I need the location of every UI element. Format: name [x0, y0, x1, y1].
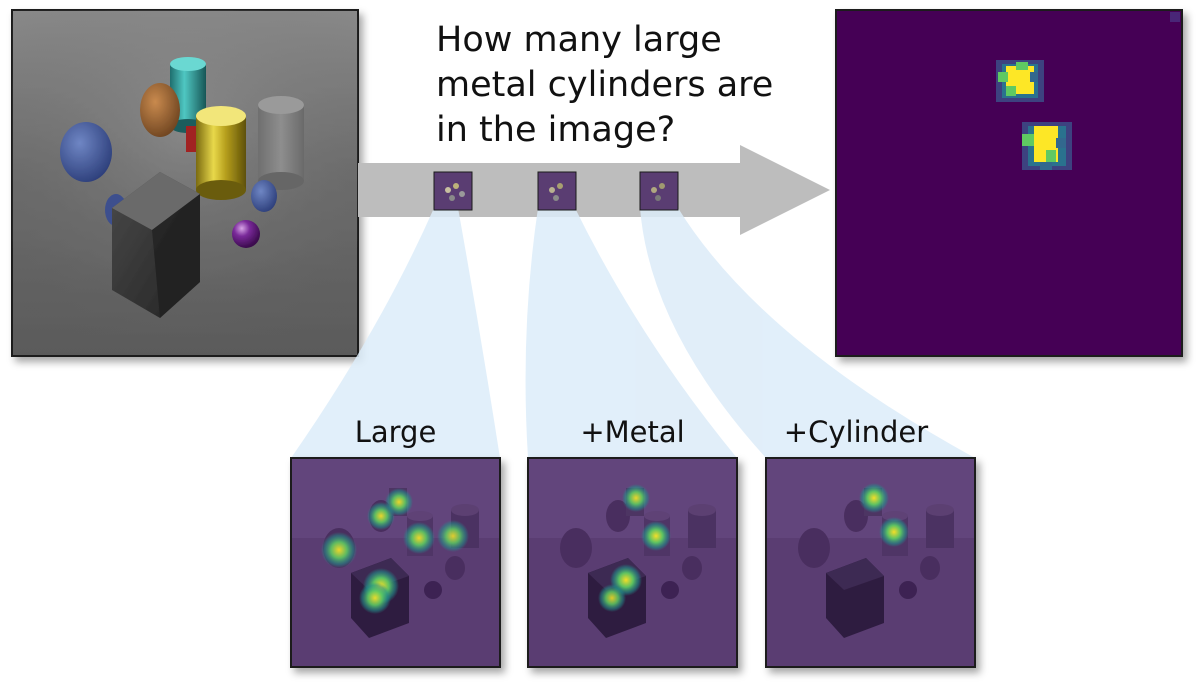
- funnel-metal: [525, 208, 737, 458]
- question-text: How many large metal cylinders are in th…: [436, 18, 826, 153]
- pipeline-arrow: [358, 145, 830, 235]
- purple-metal-sphere: [232, 220, 260, 248]
- stage-label-large: Large: [354, 415, 437, 449]
- question-line-3: in the image?: [436, 110, 676, 150]
- blue-sphere-large: [60, 122, 112, 182]
- thumbnail-stage-2: [537, 171, 577, 211]
- stage-map-cylinder: [765, 457, 976, 668]
- gold-cylinder: [196, 106, 246, 200]
- stage-label-cylinder: +Cylinder: [783, 415, 929, 449]
- brown-sphere: [140, 83, 180, 137]
- funnel-large: [291, 208, 500, 458]
- red-cylinder: [186, 126, 198, 152]
- stage-map-metal: [527, 457, 738, 668]
- attention-peak-upper: [996, 60, 1044, 102]
- metal-cube: [112, 172, 200, 318]
- output-attention-map: [835, 9, 1183, 357]
- thumbnail-stage-1: [433, 171, 473, 211]
- funnel-cylinder: [640, 208, 975, 458]
- blue-sphere-small: [251, 180, 277, 212]
- input-scene-image: [11, 9, 359, 357]
- funnels: [291, 208, 975, 458]
- attention-peak-lower: [1022, 122, 1072, 170]
- thumbnail-stage-3: [639, 171, 679, 211]
- question-line-2: metal cylinders are: [436, 65, 774, 105]
- stage-map-large: [290, 457, 501, 668]
- grey-cylinder: [258, 96, 304, 190]
- question-line-1: How many large: [436, 20, 722, 60]
- stage-label-metal: +Metal: [580, 415, 685, 449]
